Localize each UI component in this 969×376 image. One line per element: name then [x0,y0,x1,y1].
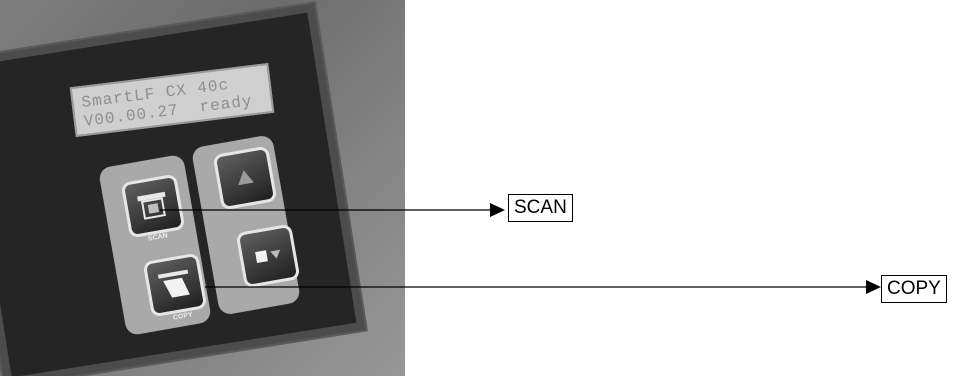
copy-callout-arrow [866,280,881,294]
stop-button[interactable] [235,223,301,289]
scan-callout-arrow [490,203,505,217]
scanner-control-panel-photo: SmartLF CX 40c V00.00.27 ready SCAN COPY [0,0,405,376]
copy-button[interactable] [142,252,208,318]
copy-callout-label: COPY [881,275,947,303]
copy-icon [157,269,190,298]
scan-icon [137,191,166,220]
scan-button[interactable] [120,173,186,239]
up-button[interactable] [212,145,278,211]
scan-callout-label: SCAN [508,194,573,222]
stop-icon [255,249,281,264]
up-arrow-icon [238,170,254,186]
